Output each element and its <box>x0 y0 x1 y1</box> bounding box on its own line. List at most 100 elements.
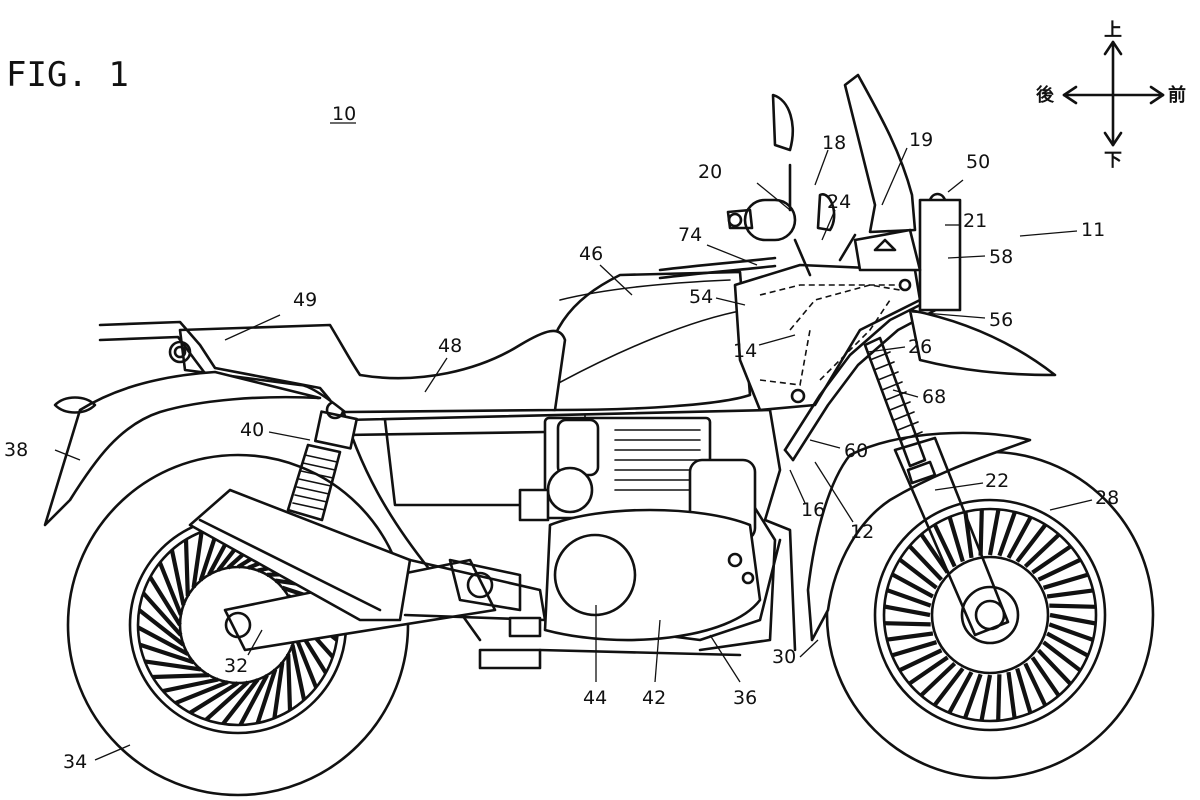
ref-42: 42 <box>642 687 666 709</box>
ref-18: 18 <box>822 132 846 154</box>
spoke <box>947 671 974 714</box>
spoke <box>183 539 190 597</box>
spoke <box>891 572 934 599</box>
side-shroud <box>733 263 922 412</box>
spoke <box>221 678 260 726</box>
spoke <box>1015 667 1033 714</box>
spoke <box>1037 557 1082 582</box>
front-spokes <box>883 508 1097 722</box>
spoke <box>1049 612 1097 626</box>
spoke <box>1046 631 1089 658</box>
ref-21: 21 <box>963 210 987 232</box>
ref-20: 20 <box>698 161 722 183</box>
spoke <box>255 668 278 724</box>
ref-54: 54 <box>689 286 713 308</box>
spoke <box>174 680 229 706</box>
ref-26: 26 <box>908 336 932 358</box>
spoke <box>919 533 950 574</box>
rear-turn-signal <box>53 396 97 414</box>
spoke <box>169 549 186 606</box>
ref-60: 60 <box>844 440 868 462</box>
front-wheel <box>825 450 1155 780</box>
spoke <box>979 674 993 722</box>
spoke <box>204 680 250 722</box>
rear-fender <box>43 370 322 527</box>
spoke <box>1042 572 1089 590</box>
spoke <box>1015 523 1048 563</box>
ref-49: 49 <box>293 289 317 311</box>
spoke <box>886 631 934 642</box>
spoke <box>1023 662 1048 707</box>
engine-case-cover <box>553 533 637 617</box>
ref-58: 58 <box>989 246 1013 268</box>
front-fender <box>806 431 1032 642</box>
spoke <box>919 661 957 698</box>
spoke <box>891 640 938 658</box>
spoke <box>963 673 983 719</box>
spoke <box>238 674 269 726</box>
spoke <box>886 588 932 608</box>
windscreen <box>843 73 917 234</box>
rear-shock <box>286 400 359 522</box>
muffler <box>188 488 782 657</box>
handlebar <box>658 93 836 280</box>
spoke <box>139 642 195 665</box>
cylinder-fins <box>614 429 701 491</box>
spoke <box>898 557 938 590</box>
spoke <box>1042 640 1082 673</box>
spoke <box>932 523 957 568</box>
spoke <box>188 681 240 715</box>
spoke <box>137 608 185 647</box>
ref-46: 46 <box>579 243 603 265</box>
spoke <box>1006 671 1017 719</box>
vehicle-ref-label: 10 <box>332 103 356 125</box>
ref-38: 40 <box>240 419 264 441</box>
ref-36: 38 <box>4 439 28 461</box>
dir-up-label: 上 <box>1104 20 1122 41</box>
spoke <box>898 648 943 673</box>
spoke <box>191 531 204 588</box>
spoke <box>996 674 1002 721</box>
ref-12: 12 <box>850 521 874 543</box>
spoke <box>883 604 931 618</box>
ref-34: 34 <box>63 751 87 773</box>
ref-44: 44 <box>583 687 607 709</box>
spoke <box>1023 532 1061 569</box>
spoke <box>997 511 1017 557</box>
ref-22: 22 <box>985 470 1009 492</box>
ref-56: 56 <box>989 309 1013 331</box>
ref-24: 24 <box>827 191 851 213</box>
spoke <box>157 561 183 616</box>
spoke <box>1036 648 1073 686</box>
ref-30: 30 <box>772 646 796 668</box>
spoke <box>144 659 201 672</box>
spoke <box>908 655 949 686</box>
spoke <box>148 575 182 627</box>
spoke <box>932 667 965 707</box>
spoke <box>1046 588 1094 599</box>
ref-32: 32 <box>224 655 248 677</box>
spoke <box>947 516 965 563</box>
ref-50: 50 <box>966 151 990 173</box>
spoke <box>272 662 285 719</box>
spoke <box>907 544 944 582</box>
spoke <box>1030 656 1061 697</box>
reference-numerals: 49 48 46 74 54 14 20 18 24 19 50 21 11 5… <box>4 129 1119 773</box>
spoke <box>290 644 307 701</box>
figure-title: FIG. 1 <box>6 55 129 95</box>
leader-lines <box>54 147 1093 761</box>
spoke <box>293 634 319 689</box>
ref-68: 68 <box>922 386 946 408</box>
spoke <box>1049 603 1096 609</box>
spoke <box>286 653 293 711</box>
fork-boot-bellows <box>869 351 923 441</box>
spoke <box>884 621 931 627</box>
dir-down-label: 下 <box>1104 150 1122 171</box>
dir-front-label: 前 <box>1168 84 1186 106</box>
orientation-indicator: 上 下 後 前 <box>1036 20 1186 171</box>
spoke <box>978 509 984 556</box>
ref-40: 36 <box>733 687 757 709</box>
front-fork <box>863 336 1010 637</box>
spoke <box>152 673 210 680</box>
